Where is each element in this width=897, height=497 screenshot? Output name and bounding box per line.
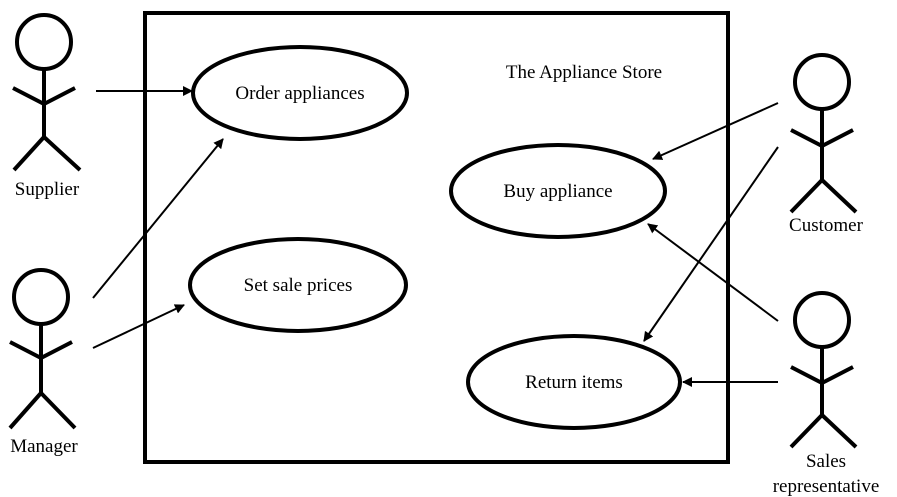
use-case-order-appliances[interactable]: Order appliances — [191, 45, 409, 141]
use-case-set-sale-prices[interactable]: Set sale prices — [188, 237, 408, 333]
association-customer-buy-appliance — [652, 102, 779, 160]
use-case-return-items[interactable]: Return items — [466, 334, 682, 430]
use-case-buy-appliance-label: Buy appliance — [503, 181, 612, 202]
association-manager-set-sale-prices — [92, 304, 185, 349]
actor-sales-representative-label-line1: Sales — [806, 451, 846, 472]
use-case-return-items-label: Return items — [525, 372, 623, 393]
actor-sales-representative-label-line2: representative — [773, 476, 880, 497]
actor-customer[interactable] — [789, 53, 858, 214]
actor-supplier[interactable] — [12, 13, 82, 172]
actor-manager-label: Manager — [10, 436, 78, 457]
use-case-set-sale-prices-label: Set sale prices — [244, 275, 353, 296]
stick-figure-icon — [789, 291, 858, 449]
system-title: The Appliance Store — [506, 62, 662, 83]
actor-customer-label: Customer — [789, 215, 864, 236]
use-case-order-appliances-label: Order appliances — [235, 83, 364, 104]
stick-figure-icon — [8, 268, 77, 430]
association-sales-rep-buy-appliance — [647, 223, 779, 322]
stick-figure-icon — [789, 53, 858, 214]
use-case-buy-appliance[interactable]: Buy appliance — [449, 143, 667, 239]
actor-supplier-label: Supplier — [15, 179, 80, 200]
stick-figure-icon — [12, 13, 82, 172]
system-boundary — [143, 11, 730, 464]
actor-sales-representative[interactable] — [789, 291, 858, 449]
association-customer-return-items — [643, 146, 779, 342]
actor-manager[interactable] — [8, 268, 77, 430]
association-manager-order-appliances — [92, 138, 224, 299]
